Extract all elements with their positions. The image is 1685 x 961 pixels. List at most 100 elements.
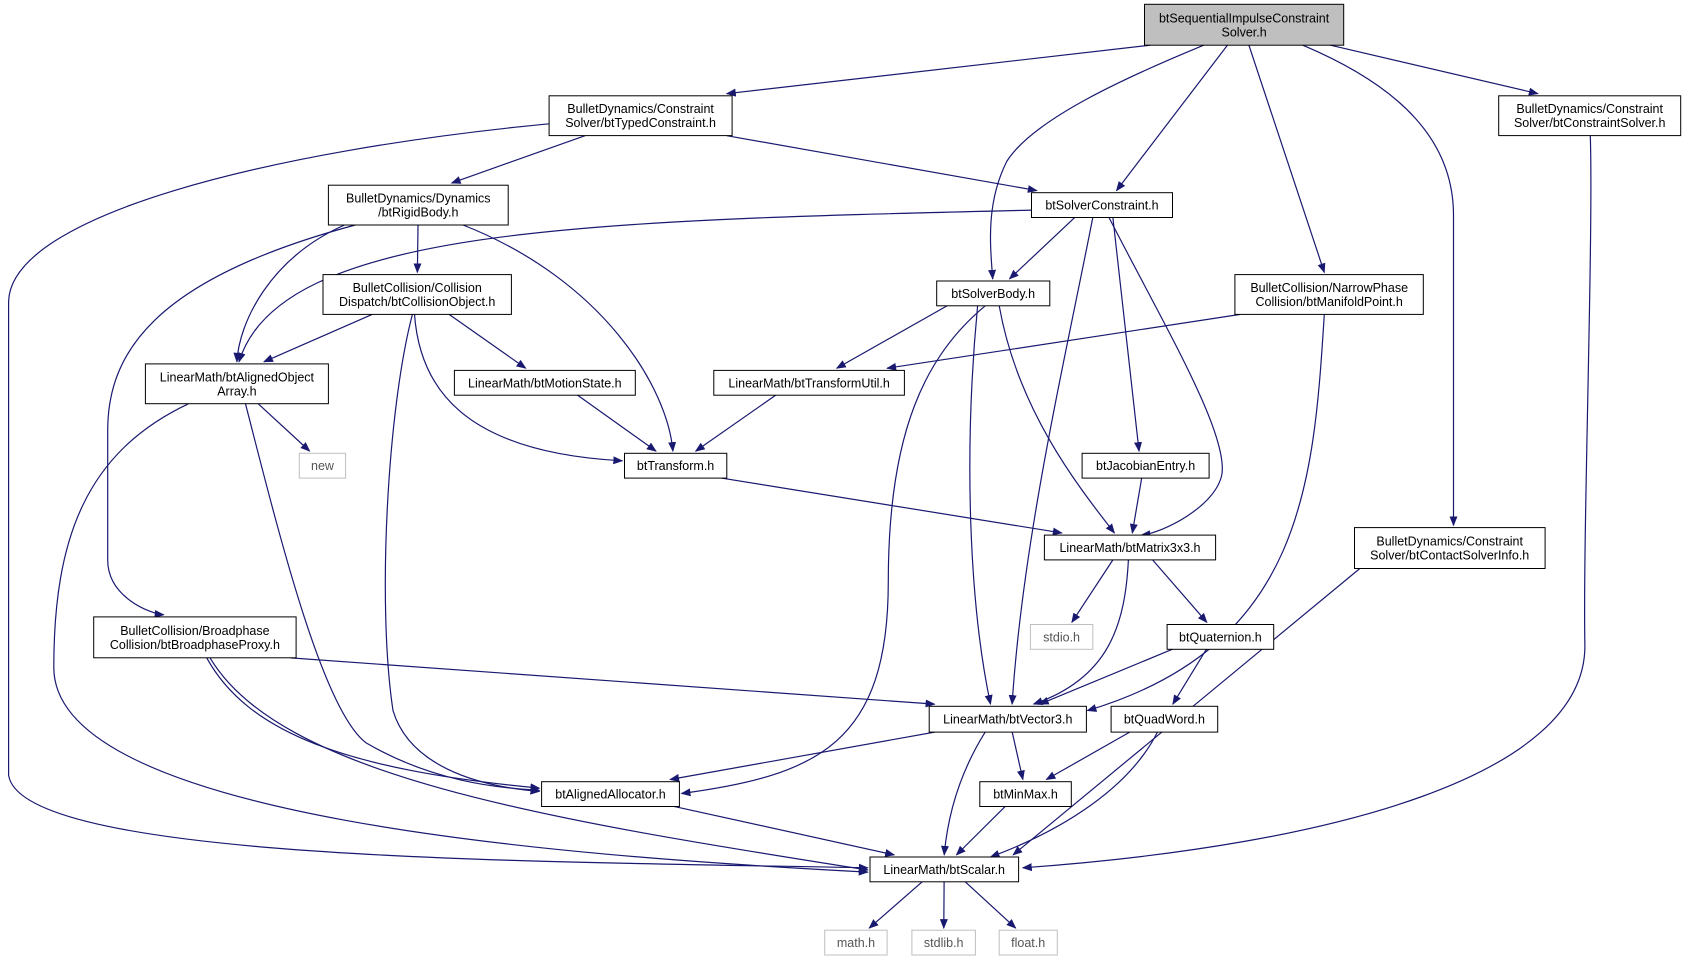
node-box (548, 95, 733, 137)
node-label: Solver/btContactSolverInfo.h (1370, 549, 1529, 563)
node-csolver[interactable]: BulletDynamics/ConstraintSolver/btConstr… (1498, 95, 1682, 137)
edge-quaternion-to-vector3 (1038, 648, 1173, 705)
node-new: new (298, 452, 347, 479)
node-quaternion[interactable]: btQuaternion.h (1166, 624, 1275, 650)
node-label: BulletCollision/Collision (353, 281, 482, 295)
node-box (624, 452, 728, 479)
node-rigid[interactable]: BulletDynamics/Dynamics/btRigidBody.h (327, 184, 509, 226)
node-label: BulletCollision/Broadphase (120, 624, 269, 638)
node-scalar[interactable]: LinearMath/btScalar.h (869, 856, 1020, 883)
node-label: LinearMath/btAlignedObject (160, 370, 315, 384)
node-box (1166, 624, 1275, 650)
node-label: BulletCollision/NarrowPhase (1250, 281, 1408, 295)
node-label: LinearMath/btVector3.h (943, 713, 1072, 727)
edge-solvercons-to-solverbody (1008, 217, 1076, 280)
edge-transutil-to-transform (694, 394, 777, 452)
node-solvercons[interactable]: btSolverConstraint.h (1031, 192, 1173, 218)
node-box (1110, 705, 1219, 733)
node-broadphase[interactable]: BulletCollision/BroadphaseCollision/btBr… (93, 616, 297, 659)
node-label: btTransform.h (637, 459, 714, 473)
node-float: float.h (998, 929, 1058, 956)
node-label: /btRigidBody.h (378, 206, 458, 220)
node-contactinfo[interactable]: BulletDynamics/ConstraintSolver/btContac… (1354, 527, 1546, 569)
node-label: btQuadWord.h (1124, 713, 1205, 727)
node-box (298, 452, 347, 479)
node-label: btQuaternion.h (1179, 630, 1262, 644)
edge-transform-to-matrix (721, 477, 1063, 536)
edge-broadphase-to-vector3 (290, 657, 936, 708)
dependency-edges (8, 44, 1592, 930)
node-box (1043, 534, 1217, 561)
node-box (869, 856, 1020, 883)
edge-broadphase-to-scalar (209, 657, 869, 873)
node-label: BulletDynamics/Constraint (1516, 102, 1663, 116)
edge-rigid-to-broadphase (107, 224, 356, 619)
edge-collobj-to-alloc (384, 314, 541, 795)
node-label: Solver.h (1222, 25, 1267, 39)
node-box (1498, 95, 1682, 137)
edge-scalar-to-math (868, 881, 923, 929)
node-label: BulletDynamics/Dynamics (346, 192, 490, 206)
node-label: math.h (837, 936, 875, 950)
edge-solvercons-to-vector3 (1008, 217, 1094, 706)
node-box (327, 184, 509, 226)
edge-quaternion-to-quadword (1172, 648, 1207, 705)
node-typed[interactable]: BulletDynamics/ConstraintSolver/btTypedC… (548, 95, 733, 137)
edge-solverbody-to-alloc (680, 305, 986, 797)
node-box (1144, 3, 1345, 46)
node-label: LinearMath/btMotionState.h (468, 376, 622, 390)
node-transutil[interactable]: LinearMath/btTransformUtil.h (713, 369, 905, 396)
edge-vector3-to-alloc (669, 731, 935, 782)
node-stdlib: stdlib.h (911, 929, 976, 956)
edge-solvercons-to-jacobian (1112, 217, 1143, 453)
node-box (541, 781, 680, 808)
edge-manifold-to-transutil (886, 313, 1241, 371)
node-solverbody[interactable]: btSolverBody.h (936, 280, 1051, 307)
node-math: math.h (824, 929, 888, 956)
node-box (824, 929, 888, 956)
node-label: Solver/btConstraintSolver.h (1514, 116, 1666, 130)
node-manifold[interactable]: BulletCollision/NarrowPhaseCollision/btM… (1234, 274, 1424, 315)
node-jacobian[interactable]: btJacobianEntry.h (1081, 452, 1210, 479)
node-label: btMinMax.h (993, 788, 1058, 802)
node-box (1354, 527, 1546, 569)
file-nodes: btSequentialImpulseConstraintSolver.hBul… (93, 3, 1682, 956)
node-motion[interactable]: LinearMath/btMotionState.h (453, 369, 636, 396)
node-box (928, 705, 1087, 733)
edge-jacobian-to-matrix (1129, 477, 1143, 534)
edge-vector3-to-scalar (941, 731, 986, 856)
edge-collobj-to-alignedarr (263, 313, 373, 363)
edge-solverbody-to-transutil (835, 305, 948, 369)
edge-typed-to-scalar (8, 123, 869, 872)
node-label: Array.h (217, 384, 256, 398)
edge-vector3-to-minmax (1011, 732, 1025, 781)
node-label: Collision/btManifoldPoint.h (1256, 295, 1403, 309)
edge-alignedarr-to-scalar (53, 403, 869, 876)
node-label: stdio.h (1043, 630, 1080, 644)
node-label: stdlib.h (924, 936, 964, 950)
edge-matrix-to-stdio (1071, 559, 1114, 624)
node-box (93, 616, 297, 659)
node-label: BulletDynamics/Constraint (567, 102, 714, 116)
edge-root-to-contactinfo (1302, 44, 1458, 527)
edge-alignedarr-to-new (257, 403, 311, 452)
node-minmax[interactable]: btMinMax.h (979, 781, 1072, 808)
node-box (936, 280, 1051, 307)
node-label: Solver/btTypedConstraint.h (565, 116, 716, 130)
edge-quadword-to-scalar (989, 731, 1158, 858)
node-quadword[interactable]: btQuadWord.h (1110, 705, 1219, 733)
node-vector3[interactable]: LinearMath/btVector3.h (928, 705, 1087, 733)
edge-rigid-to-alignedarr (233, 224, 345, 363)
edge-solverbody-to-matrix (998, 305, 1116, 534)
node-label: Dispatch/btCollisionObject.h (339, 295, 495, 309)
edge-solvercons-to-alignedarr (237, 209, 1037, 363)
node-box (1234, 274, 1424, 315)
node-transform[interactable]: btTransform.h (624, 452, 728, 479)
node-matrix[interactable]: LinearMath/btMatrix3x3.h (1043, 534, 1217, 561)
node-alloc[interactable]: btAlignedAllocator.h (541, 781, 680, 808)
node-box (713, 369, 905, 396)
node-collobj[interactable]: BulletCollision/CollisionDispatch/btColl… (322, 274, 512, 315)
node-label: btAlignedAllocator.h (555, 788, 666, 802)
